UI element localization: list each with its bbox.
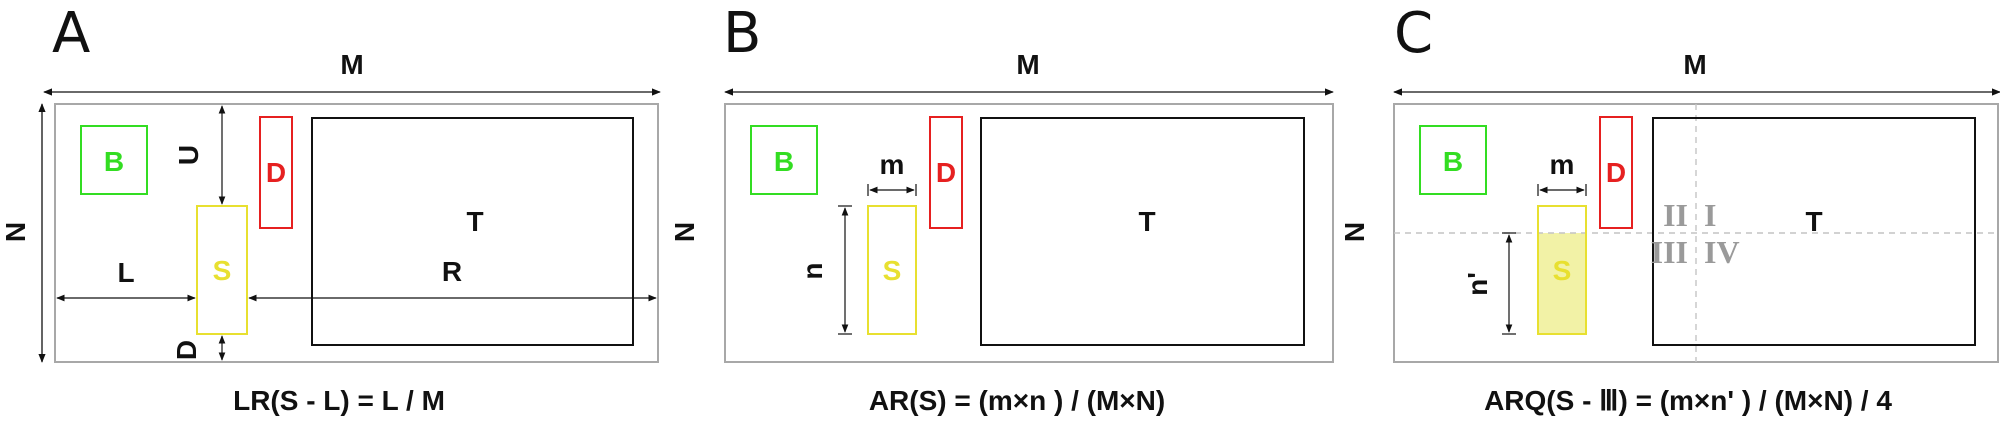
target-box-label: T — [1805, 206, 1822, 237]
image-frame — [54, 103, 659, 363]
d-box-label: D — [936, 157, 956, 188]
image-frame — [724, 103, 1334, 363]
height-label: N — [1339, 222, 1370, 242]
width-label: M — [1016, 49, 1039, 80]
b-box — [750, 125, 818, 195]
formula: LR(S - L) = L / M — [233, 385, 445, 416]
m-label: m — [880, 149, 905, 180]
panel-letter: C — [1394, 1, 1433, 66]
s-box — [1537, 205, 1587, 335]
formula: AR(S) = (m×n ) / (M×N) — [869, 385, 1165, 416]
b-box-label: B — [1443, 146, 1463, 177]
target-box — [980, 117, 1305, 346]
quadrant-ii-label: II — [1663, 197, 1688, 233]
target-box — [1652, 117, 1976, 346]
d-box — [1599, 116, 1633, 229]
quadrant-iii-label: III — [1651, 234, 1688, 270]
s-box — [867, 205, 917, 335]
panel-a: A M N T B D S U D L R LR(S - L) = L / M — [0, 1, 661, 416]
panel-b: B M N T B D S m n AR(S) = (m×n ) / (M×N) — [669, 1, 1334, 416]
s-overlap-highlight — [1538, 233, 1586, 334]
b-box-label: B — [774, 146, 794, 177]
panel-letter: B — [723, 1, 761, 66]
right-distance-label: R — [442, 256, 462, 287]
width-label: M — [1683, 49, 1706, 80]
height-label: N — [669, 222, 700, 242]
d-box-label: D — [1606, 157, 1626, 188]
d-box-label: D — [266, 157, 286, 188]
d-box — [259, 116, 293, 229]
b-box — [1419, 125, 1487, 195]
target-box — [311, 117, 634, 346]
height-label: N — [0, 222, 31, 242]
n-label: n — [797, 262, 828, 279]
up-distance-label: U — [173, 145, 204, 165]
b-box — [80, 125, 148, 195]
quadrant-i-label: I — [1704, 197, 1716, 233]
d-box — [929, 116, 963, 229]
m-label: m — [1550, 149, 1575, 180]
formula: ARQ(S - Ⅲ) = (m×n' ) / (M×N) / 4 — [1484, 385, 1892, 416]
b-box-label: B — [104, 146, 124, 177]
panel-c: C M N T B D S m n' II I III — [1339, 1, 2000, 416]
target-box-label: T — [466, 206, 483, 237]
s-box — [196, 205, 248, 335]
s-box-label: S — [1553, 255, 1572, 286]
width-label: M — [340, 49, 363, 80]
panel-letter: A — [52, 1, 90, 66]
n-prime-label: n' — [1462, 272, 1493, 296]
target-box-label: T — [1138, 206, 1155, 237]
down-distance-label: D — [171, 340, 202, 360]
quadrant-iv-label: IV — [1704, 234, 1740, 270]
s-box-label: S — [883, 255, 902, 286]
s-box-label: S — [213, 255, 232, 286]
left-distance-label: L — [117, 257, 134, 288]
